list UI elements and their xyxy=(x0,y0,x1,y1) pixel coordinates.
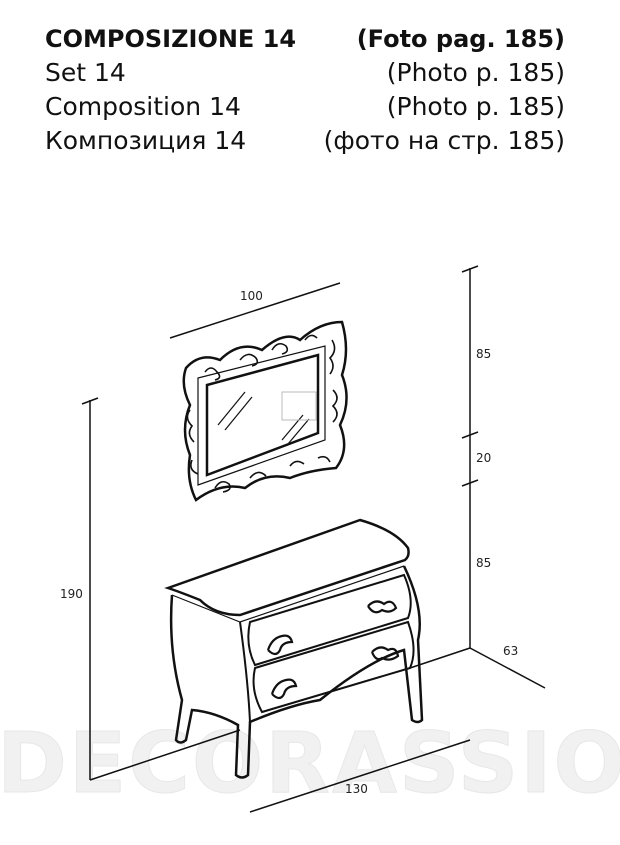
dresser-width-dimension xyxy=(249,739,471,813)
depth-label: 63 xyxy=(503,644,518,658)
watermark-text: DECORASSIO xyxy=(0,714,620,812)
floor-line-right xyxy=(409,647,471,669)
frame-ornaments xyxy=(186,334,338,493)
right-height-dimension xyxy=(409,265,546,689)
composition-title-it: COMPOSIZIONE 14 xyxy=(45,25,297,53)
header-line-english-set: Set 14 (Photo p. 185) xyxy=(45,56,565,90)
mirror-height-label: 85 xyxy=(476,347,491,361)
watermark-d-mark xyxy=(281,391,317,421)
watermark-logo: DECORASSIO xyxy=(0,714,620,813)
header: COMPOSIZIONE 14 (Foto pag. 185) Set 14 (… xyxy=(45,22,565,158)
dresser-height-label: 85 xyxy=(476,556,491,570)
mirror-frame-inner xyxy=(197,345,326,486)
header-line-french: Composition 14 (Photo p. 185) xyxy=(45,90,565,124)
dresser-width-label: 130 xyxy=(345,782,368,796)
total-height-dimension xyxy=(81,397,241,781)
dresser-width-line xyxy=(249,739,471,813)
photo-ref-fr: (Photo p. 185) xyxy=(386,92,565,121)
mirror-glass xyxy=(205,353,320,477)
composition-title-en: Set 14 xyxy=(45,58,126,87)
mirror-width-dimension xyxy=(169,282,341,339)
mirror-width-line xyxy=(169,282,341,339)
total-height-label: 190 xyxy=(60,587,83,601)
depth-line xyxy=(469,647,546,689)
drawer-handles xyxy=(266,600,400,700)
photo-ref-en: (Photo p. 185) xyxy=(386,58,565,87)
composition-title-ru: Композиция 14 xyxy=(45,126,247,155)
handle-bottom-right xyxy=(370,646,400,661)
dresser-front-corner xyxy=(239,621,251,723)
handle-bottom-left xyxy=(270,678,298,700)
drawer-top xyxy=(247,573,412,667)
header-line-russian: Композиция 14 (фото на стр. 185) xyxy=(45,124,565,158)
floor-line-left xyxy=(89,729,241,781)
dresser-top xyxy=(164,518,410,617)
handle-top-left xyxy=(266,634,294,656)
glass-reflection xyxy=(217,391,246,426)
dresser-body xyxy=(169,565,424,779)
mirror xyxy=(182,320,348,502)
mirror-width-label: 100 xyxy=(240,289,263,303)
header-line-italian: COMPOSIZIONE 14 (Foto pag. 185) xyxy=(45,22,565,56)
gap-label: 20 xyxy=(476,451,491,465)
handle-top-right xyxy=(367,600,398,614)
composition-title-fr: Composition 14 xyxy=(45,92,241,121)
photo-ref-it: (Foto pag. 185) xyxy=(356,25,565,53)
photo-ref-ru: (фото на стр. 185) xyxy=(323,126,565,155)
mirror-frame-outer xyxy=(182,320,348,502)
